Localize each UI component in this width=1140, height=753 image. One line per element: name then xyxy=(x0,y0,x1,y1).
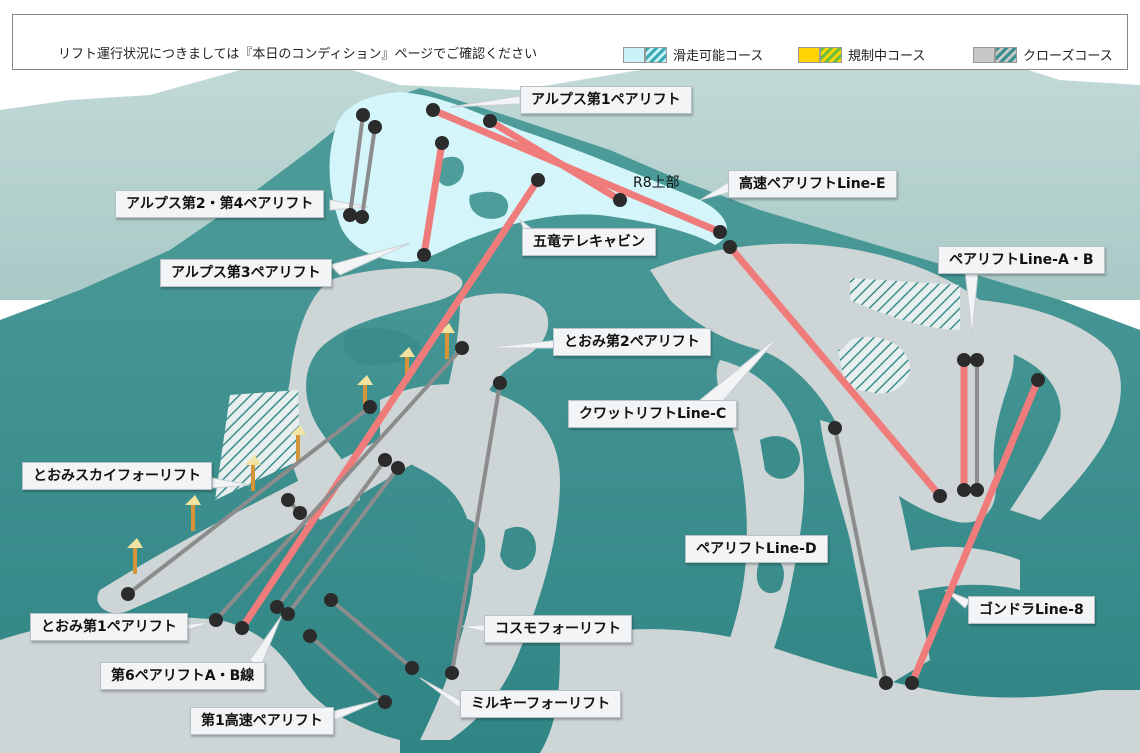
tree-island xyxy=(469,191,509,219)
lift-terminals xyxy=(121,103,1045,709)
label-goryu-telecabin[interactable]: 五竜テレキャビン xyxy=(522,228,656,256)
legend-label-open: 滑走可能コース xyxy=(673,49,764,64)
label-tomi-2-pair-lift[interactable]: とおみ第2ペアリフト xyxy=(553,328,711,356)
legend-label-closed: クローズコース xyxy=(1023,49,1113,64)
lift-6a-line xyxy=(275,458,387,609)
legend-note: リフト運行状況につきましては『本日のコンディション』ページでご確認ください xyxy=(58,47,538,62)
label-1st-express-pair-lift[interactable]: 第1高速ペアリフト xyxy=(190,707,334,735)
lift-line-d-line xyxy=(833,426,888,685)
hatched-area xyxy=(215,390,300,500)
legend-panel: リフト運行状況につきましては『本日のコンディション』ページでご確認ください 滑走… xyxy=(12,14,1128,70)
lift-alps-2-line xyxy=(348,113,365,217)
lift-alps-3-line xyxy=(420,139,446,259)
label-quad-lift-line-c[interactable]: クワットリフトLine-C xyxy=(568,400,738,428)
lift-gondola-8-line xyxy=(908,376,1042,687)
lift-6b-line xyxy=(286,466,400,616)
label-express-pair-lift-line-e[interactable]: 高速ペアリフトLine-E xyxy=(728,170,897,198)
lift-line-e-lower-line xyxy=(726,243,944,500)
label-milky-four-lift[interactable]: ミルキーフォーリフト xyxy=(460,690,622,718)
lift-1st-express-line xyxy=(308,634,387,704)
lift-tomi-2-line xyxy=(214,346,464,622)
legend-swatch-closed xyxy=(973,47,995,63)
label-pair-lift-line-a-b[interactable]: ペアリフトLine-A・B xyxy=(938,246,1105,274)
legend-hatch-restricted xyxy=(820,47,842,63)
tree-island xyxy=(436,156,464,187)
lift-lines xyxy=(126,106,1042,704)
legend-hatch-closed xyxy=(995,47,1017,63)
lift-cosmo-line xyxy=(450,381,502,675)
legend-hatch-open xyxy=(645,47,667,63)
legend-swatch-open xyxy=(623,47,645,63)
label-alps-3-pair-lift[interactable]: アルプス第3ペアリフト xyxy=(160,259,332,287)
label-alps-1-pair-lift[interactable]: アルプス第1ペアリフト xyxy=(520,86,692,114)
place-label-r8: R8上部 xyxy=(633,175,680,191)
label-alps-2-4-pair-lift[interactable]: アルプス第2・第4ペアリフト xyxy=(115,190,325,218)
hatched-area xyxy=(838,346,910,392)
label-tomi-sky-four-lift[interactable]: とおみスカイフォーリフト xyxy=(22,462,212,490)
legend-swatch-restricted xyxy=(798,47,820,63)
lift-alps-1b-line xyxy=(486,117,624,204)
label-gondola-line-8[interactable]: ゴンドラLine-8 xyxy=(968,596,1095,624)
label-6-pair-lift-a-b[interactable]: 第6ペアリフトA・B線 xyxy=(100,662,266,690)
label-cosmo-four-lift[interactable]: コスモフォーリフト xyxy=(484,615,632,643)
label-pair-lift-line-d[interactable]: ペアリフトLine-D xyxy=(685,535,828,563)
lamp-icons xyxy=(127,323,455,574)
lift-telecabin-line xyxy=(238,176,542,632)
legend-label-restricted: 規制中コース xyxy=(848,49,926,64)
hatched-area xyxy=(850,278,960,330)
label-tomi-1-pair-lift[interactable]: とおみ第1ペアリフト xyxy=(30,613,188,641)
lift-tomi-sky-line xyxy=(126,405,372,596)
lift-milky-line xyxy=(329,598,414,670)
lift-alps-4-line xyxy=(360,125,377,219)
